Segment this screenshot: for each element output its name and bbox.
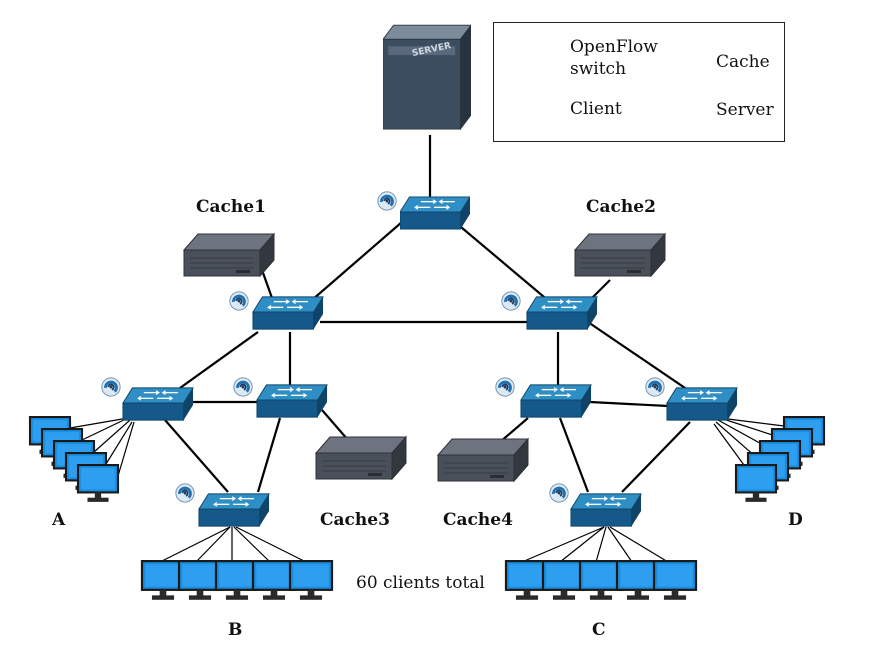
client-group-d <box>734 416 826 504</box>
group-a-label: A <box>52 510 66 530</box>
openflow-switch-icon <box>122 387 194 421</box>
openflow-controller-icon <box>500 290 522 312</box>
client-monitor-icon <box>504 560 550 601</box>
cache3-label: Cache3 <box>320 510 390 530</box>
cache4-label: Cache4 <box>443 510 513 530</box>
openflow-controller-icon <box>100 376 122 398</box>
server-icon <box>383 24 471 130</box>
link-cache1 <box>260 269 274 299</box>
client-monitor-icon <box>214 560 260 601</box>
client-monitor-icon <box>652 560 698 601</box>
link-swL2-cache3 <box>321 409 349 441</box>
legend-cache-label: Cache <box>716 52 770 72</box>
client-group-a <box>28 416 120 504</box>
openflow-controller-icon <box>228 290 250 312</box>
link-left-swA <box>179 331 259 389</box>
cache2-label: Cache2 <box>586 197 656 217</box>
server: SERVER <box>383 24 471 130</box>
legend-server-label: Server <box>716 100 774 120</box>
clients-total-label: 60 clients total <box>356 573 485 593</box>
cache-icon <box>574 233 666 277</box>
openflow-switch-icon <box>526 296 598 330</box>
client-monitor-icon <box>76 464 120 504</box>
caches <box>183 233 666 482</box>
legend-client-label: Client <box>570 99 622 119</box>
link-swR2-cache4 <box>499 417 529 443</box>
client-monitor-icon <box>734 464 778 504</box>
links <box>164 135 691 493</box>
openflow-switch-icon <box>520 384 592 418</box>
link-right-swD <box>584 319 689 391</box>
openflow-controller-icon <box>376 190 398 212</box>
cache-icon <box>437 438 529 482</box>
client-monitor-icon <box>615 560 661 601</box>
openflow-switch-icon <box>666 387 738 421</box>
openflow-controller-icon <box>494 376 516 398</box>
link-swL2-swB <box>256 417 282 493</box>
openflow-controller-icon <box>548 482 570 504</box>
client-group-b <box>140 560 334 601</box>
link-swR2-swC <box>558 417 590 493</box>
openflow-switch-icon <box>256 384 328 418</box>
openflow-switch-icon <box>198 493 270 527</box>
link-swD-swC <box>621 421 691 493</box>
openflow-switch-icon <box>252 296 324 330</box>
cache1-label: Cache1 <box>196 197 266 217</box>
legend-switch-line2: switch <box>570 59 627 79</box>
client-monitor-icon <box>288 560 334 601</box>
client-monitor-icon <box>251 560 297 601</box>
cache-icon <box>183 233 275 277</box>
group-b-label: B <box>228 620 243 640</box>
openflow-controller-icon <box>174 482 196 504</box>
group-d-label: D <box>788 510 803 530</box>
legend: OpenFlow switch Cache Client Server <box>493 22 785 142</box>
openflow-switch-icon <box>570 493 642 527</box>
client-monitor-icon <box>140 560 186 601</box>
link-top-left <box>311 221 403 301</box>
openflow-controller-icon <box>644 376 666 398</box>
link-swR2-swD <box>589 400 669 408</box>
openflow-controller-icon <box>232 376 254 398</box>
client-monitor-icon <box>578 560 624 601</box>
client-monitor-icon <box>177 560 223 601</box>
group-c-label: C <box>592 620 606 640</box>
client-monitor-icon <box>541 560 587 601</box>
link-swA-swB <box>164 419 229 493</box>
client-group-c <box>504 560 698 601</box>
link-top-right <box>454 221 551 303</box>
openflow-switch-icon <box>400 196 470 230</box>
cache-icon <box>315 436 407 480</box>
legend-switch-line1: OpenFlow <box>570 37 658 57</box>
